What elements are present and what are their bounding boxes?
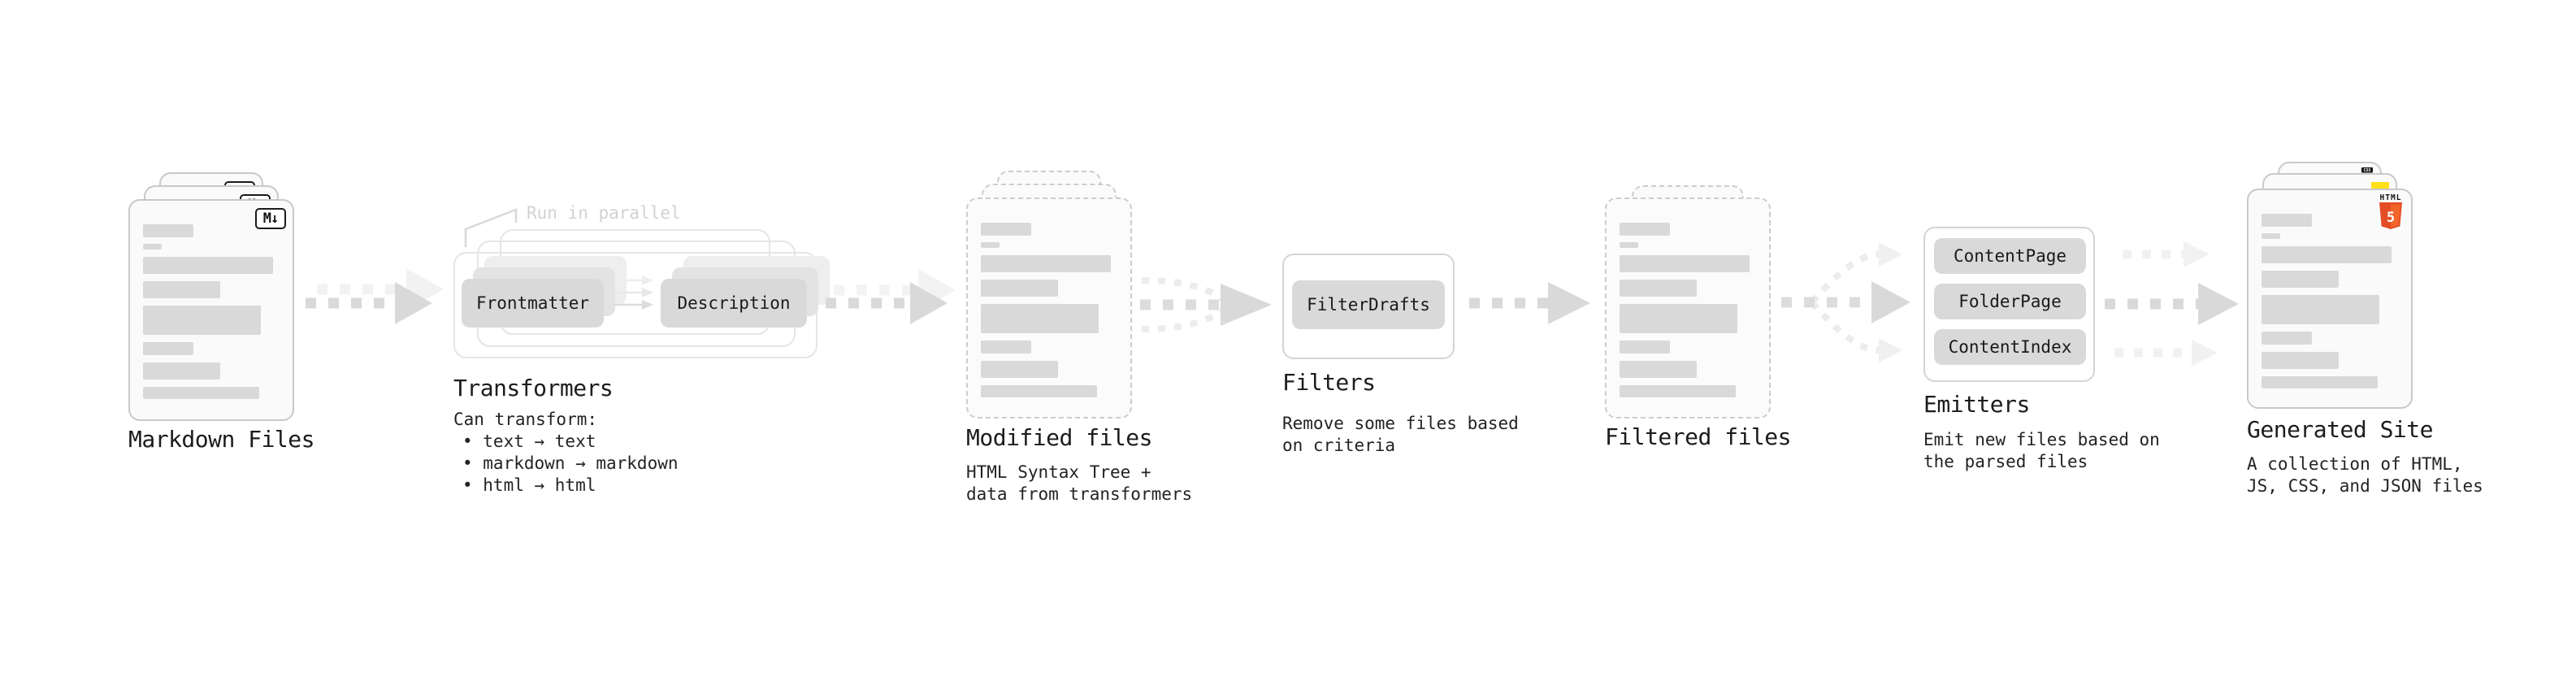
emitters-description: Emit new files based on the parsed files bbox=[1923, 429, 2160, 473]
text-placeholder-bar bbox=[2262, 332, 2312, 345]
transformers-description: Can transform: • text → text • markdown … bbox=[453, 409, 679, 497]
generated-site-description: A collection of HTML, JS, CSS, and JSON … bbox=[2247, 453, 2483, 497]
generated-file-card-html: HTML 5 bbox=[2247, 189, 2413, 409]
filter-node-filterdrafts: FilterDrafts bbox=[1292, 280, 1445, 329]
text-placeholder-bar bbox=[981, 304, 1099, 333]
text-placeholder-bar bbox=[1620, 385, 1736, 397]
text-placeholder-bar bbox=[2262, 352, 2339, 369]
text-placeholder-bar bbox=[1620, 223, 1670, 236]
markdown-file-card-front: M↓ bbox=[128, 199, 294, 421]
javascript-icon bbox=[2371, 182, 2389, 191]
stage-title-transformers: Transformers bbox=[453, 375, 614, 401]
text-placeholder-bar bbox=[143, 224, 193, 237]
arrow-emitters-to-generated bbox=[2105, 241, 2239, 366]
text-placeholder-bar bbox=[2262, 295, 2379, 324]
text-placeholder-bar bbox=[2262, 271, 2339, 288]
parallel-flow-arrows-icon bbox=[614, 275, 653, 310]
text-placeholder-bar bbox=[981, 223, 1031, 236]
run-in-parallel-note: Run in parallel bbox=[527, 203, 681, 223]
text-placeholder-bar bbox=[981, 255, 1111, 272]
transformers-bullet: • markdown → markdown bbox=[462, 453, 679, 473]
stage-title-generated-site: Generated Site bbox=[2247, 416, 2434, 443]
emitters-desc-line: Emit new files based on bbox=[1923, 430, 2160, 449]
emitter-node-contentpage: ContentPage bbox=[1934, 238, 2086, 274]
text-placeholder-bar bbox=[981, 280, 1058, 297]
transformers-bullet: • html → html bbox=[462, 475, 596, 495]
filters-description: Remove some files based on criteria bbox=[1282, 413, 1519, 457]
modified-file-card-front bbox=[966, 197, 1132, 419]
emitters-desc-line: the parsed files bbox=[1923, 452, 2088, 471]
text-placeholder-bar bbox=[143, 387, 259, 399]
text-placeholder-bar bbox=[2262, 214, 2312, 227]
text-placeholder-bar bbox=[143, 257, 273, 274]
css-badge-label: CSS bbox=[2363, 168, 2370, 173]
text-placeholder-bar bbox=[981, 361, 1058, 378]
html5-badge-number: 5 bbox=[2387, 210, 2395, 226]
emitter-node-folderpage: FolderPage bbox=[1934, 284, 2086, 319]
markdown-icon: M↓ bbox=[255, 208, 286, 229]
text-placeholder-bar bbox=[2262, 233, 2280, 239]
stage-title-markdown-files: Markdown Files bbox=[128, 426, 315, 453]
filters-desc-line: Remove some files based bbox=[1282, 414, 1519, 433]
text-placeholder-bar bbox=[1620, 340, 1670, 354]
text-placeholder-bar bbox=[143, 306, 261, 335]
text-placeholder-bar bbox=[2262, 246, 2392, 263]
stage-title-filters: Filters bbox=[1282, 369, 1376, 396]
note-leader-line bbox=[464, 208, 518, 247]
modified-desc-line: data from transformers bbox=[966, 484, 1193, 504]
transformers-bullet: • text → text bbox=[462, 432, 596, 451]
text-placeholder-bar bbox=[981, 340, 1031, 354]
text-placeholder-bar bbox=[981, 385, 1097, 397]
generated-desc-line: A collection of HTML, bbox=[2247, 454, 2463, 474]
html5-badge-label: HTML bbox=[2379, 193, 2402, 202]
text-placeholder-bar bbox=[981, 242, 1000, 248]
arrow-filters-to-filtered bbox=[1469, 282, 1590, 324]
transformers-desc-heading: Can transform: bbox=[453, 410, 598, 429]
text-placeholder-bar bbox=[2262, 376, 2378, 388]
text-placeholder-bar bbox=[143, 244, 162, 249]
transformer-node-description: Description bbox=[661, 279, 807, 327]
modified-files-description: HTML Syntax Tree + data from transformer… bbox=[966, 462, 1192, 505]
arrow-markdown-to-transformers bbox=[306, 268, 444, 324]
text-placeholder-bar bbox=[143, 362, 220, 380]
text-placeholder-bar bbox=[1620, 280, 1697, 297]
emitter-node-contentindex: ContentIndex bbox=[1934, 329, 2086, 365]
arrow-modified-to-filters bbox=[1140, 277, 1272, 332]
stage-title-modified-files: Modified files bbox=[966, 424, 1153, 451]
arrow-transformers-to-modified bbox=[826, 269, 956, 324]
text-placeholder-bar bbox=[143, 281, 220, 298]
transformer-node-frontmatter: Frontmatter bbox=[462, 279, 604, 327]
text-placeholder-bar bbox=[1620, 361, 1697, 378]
modified-desc-line: HTML Syntax Tree + bbox=[966, 462, 1151, 482]
text-placeholder-bar bbox=[1620, 242, 1638, 248]
text-placeholder-bar bbox=[1620, 255, 1750, 272]
filters-desc-line: on criteria bbox=[1282, 436, 1396, 455]
text-placeholder-bar bbox=[1620, 304, 1737, 333]
text-placeholder-bar bbox=[143, 342, 193, 355]
filtered-file-card-front bbox=[1605, 197, 1771, 419]
stage-title-emitters: Emitters bbox=[1923, 391, 2030, 418]
html5-icon: HTML 5 bbox=[2377, 194, 2405, 232]
arrow-filtered-to-emitters bbox=[1781, 242, 1910, 362]
stage-title-filtered-files: Filtered files bbox=[1605, 423, 1792, 450]
generated-desc-line: JS, CSS, and JSON files bbox=[2247, 476, 2483, 496]
